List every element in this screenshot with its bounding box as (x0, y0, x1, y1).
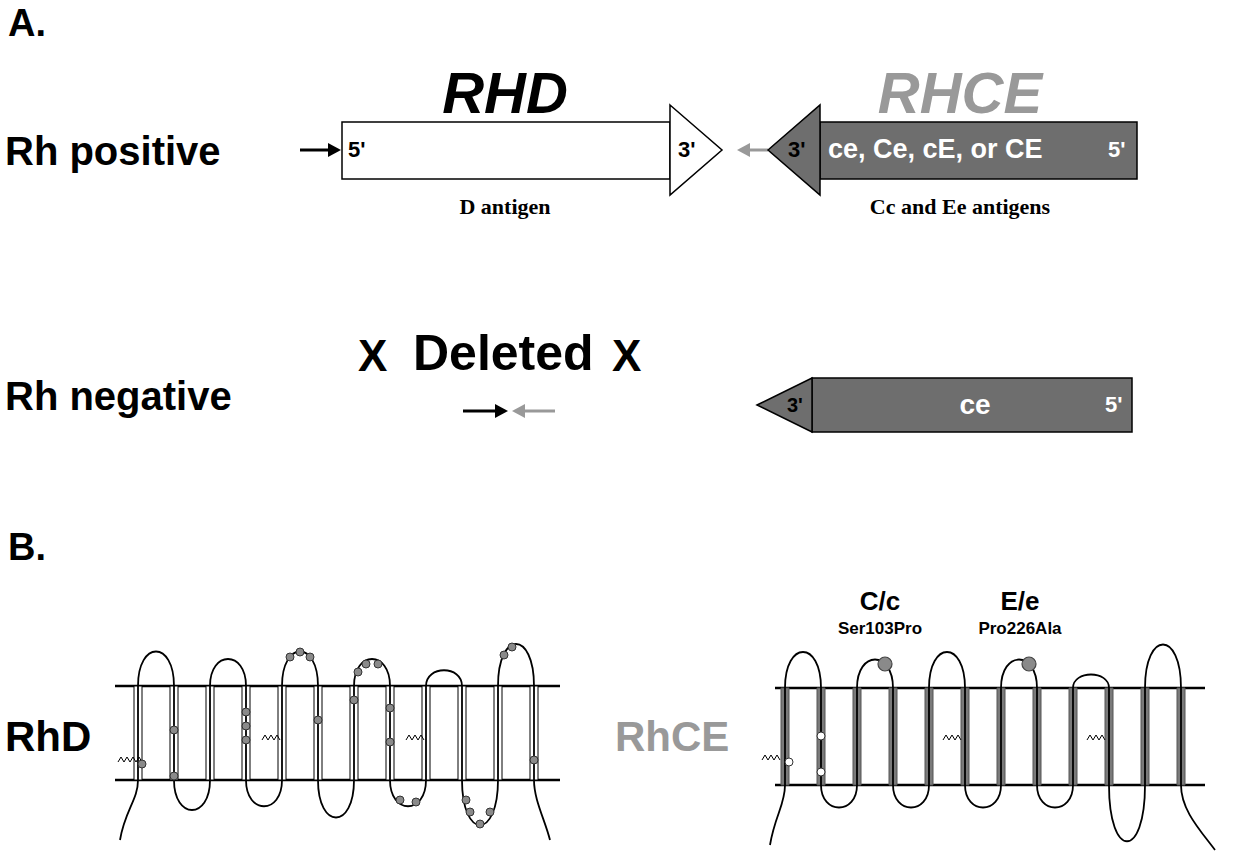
gene-box: 3' ce 5' (757, 378, 1132, 432)
gene-end-triangle (768, 105, 820, 195)
gene-end-triangle (757, 378, 812, 432)
strand-end: 3' (678, 139, 695, 161)
strand-end: 3' (788, 139, 805, 161)
protein-chain (120, 644, 550, 840)
protein-name: RhCE (615, 716, 729, 758)
arrow-head (328, 143, 341, 157)
arrow-head (495, 404, 508, 418)
row-label: Rh positive (5, 131, 221, 171)
membrane-line (115, 685, 560, 688)
gene-end-triangle (670, 105, 722, 195)
allele-list: ce, Ce, cE, or CE (828, 136, 1043, 163)
primer-arrow (750, 149, 768, 152)
residue-dots (138, 643, 538, 828)
antigen-label: Cc and Ee antigens (870, 196, 1050, 218)
transmembrane-segments (134, 686, 538, 780)
gene-body (812, 378, 1132, 432)
residue-dots (785, 732, 825, 776)
strand-end: 5' (348, 139, 365, 161)
protein-name: RhD (5, 716, 91, 758)
allele-name: ce (959, 391, 990, 419)
gene-name: RHCE (878, 64, 1042, 122)
strand-end: 3' (787, 395, 803, 415)
protein-chain (770, 645, 1215, 851)
palmitoyl-squiggle (762, 735, 1105, 760)
deletion-mark: X (358, 334, 387, 378)
deletion-mark: X (612, 334, 641, 378)
membrane-line (115, 779, 560, 782)
strand-end: 5' (1105, 394, 1122, 416)
primer-arrow (300, 149, 330, 152)
substitution-label: Ser103Pro (838, 620, 922, 637)
palmitoyl-squiggle (118, 735, 424, 762)
antigen-label: D antigen (459, 196, 550, 218)
row-label: Rh negative (5, 376, 232, 416)
panel-letter: A. (8, 4, 46, 42)
strand-end: 5' (1108, 139, 1125, 161)
gene-body (342, 122, 670, 179)
gene-box: RHD5'3' (342, 105, 722, 195)
gene-name: RHD (442, 64, 568, 122)
deletion-label: Deleted (413, 328, 594, 378)
arrow-head (512, 404, 525, 418)
polymorphism-site (1022, 657, 1036, 671)
primer-arrow (463, 410, 496, 413)
gene-body (820, 122, 1137, 179)
panel-letter: B. (8, 528, 46, 566)
arrow-head (737, 143, 750, 157)
gene-outline (757, 378, 1132, 432)
transmembrane-segments (781, 688, 1185, 785)
gene-box: RHCE3'ce, Ce, cE, or CE5' (768, 105, 1137, 195)
antigen-label: C/c (860, 588, 900, 614)
polymorphism-site (878, 657, 892, 671)
antigen-label: E/e (1000, 588, 1039, 614)
substitution-label: Pro226Ala (978, 620, 1061, 637)
primer-arrow (524, 410, 555, 413)
